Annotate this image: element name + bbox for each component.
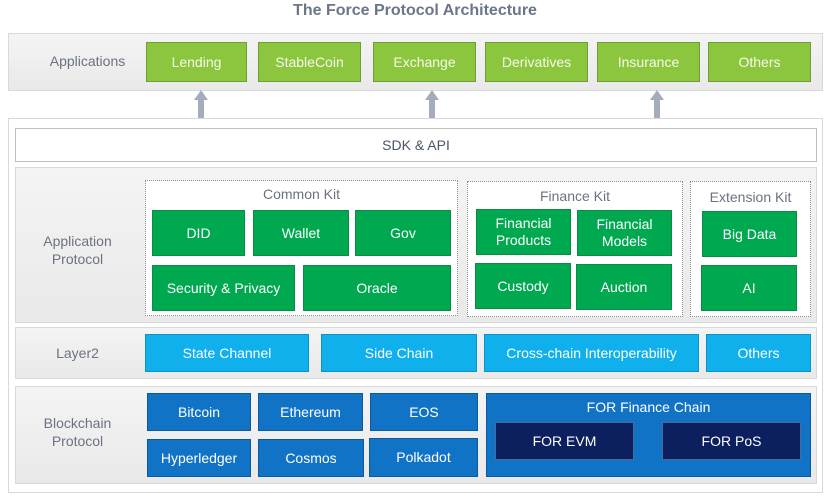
kit-item-oracle: Oracle (303, 265, 451, 311)
chain-bitcoin: Bitcoin (147, 393, 251, 431)
app-lending: Lending (146, 42, 247, 82)
kit-item-security-privacy: Security & Privacy (152, 265, 295, 311)
label-line: Application (43, 233, 112, 249)
sdk-api-bar: SDK & API (15, 128, 817, 162)
layer2-state-channel: State Channel (145, 334, 309, 372)
chain-eos: EOS (370, 393, 478, 431)
chain-ethereum: Ethereum (258, 393, 363, 431)
app-derivatives: Derivatives (485, 42, 588, 82)
app-others: Others (708, 42, 811, 82)
layer2-cross-chain: Cross-chain Interoperability (484, 334, 699, 372)
label-line: Blockchain (43, 415, 112, 431)
finance-kit-label: Finance Kit (539, 188, 611, 204)
applications-label: Applications (49, 53, 126, 69)
diagram-title: The Force Protocol Architecture (293, 2, 537, 19)
kit-item-auction: Auction (576, 264, 672, 310)
chain-hyperledger: Hyperledger (147, 439, 251, 477)
for-evm: FOR EVM (495, 422, 634, 460)
kit-item-gov: Gov (355, 210, 451, 256)
layer2-side-chain: Side Chain (321, 334, 477, 372)
for-finance-chain-label: FOR Finance Chain (586, 399, 711, 415)
label-line: Protocol (51, 251, 104, 267)
common-kit-label: Common Kit (262, 186, 341, 202)
chain-cosmos: Cosmos (258, 439, 364, 477)
kit-item-wallet: Wallet (253, 210, 349, 256)
layer2-others: Others (706, 334, 811, 372)
extension-kit-label: Extension Kit (709, 189, 792, 205)
arrow-up-icon (194, 90, 208, 118)
layer2-label: Layer2 (56, 345, 99, 361)
application-protocol-label: Application Protocol (20, 230, 135, 270)
label-line: Protocol (51, 433, 104, 449)
app-stablecoin: StableCoin (258, 42, 361, 82)
item-line: Financial (495, 215, 552, 231)
for-pos: FOR PoS (662, 422, 801, 460)
kit-item-financial-products: Financial Products (476, 209, 571, 255)
kit-item-big-data: Big Data (702, 211, 797, 257)
kit-item-financial-models: Financial Models (577, 210, 672, 256)
kit-item-custody: Custody (475, 263, 571, 309)
arrow-up-icon (425, 90, 439, 118)
item-line: Products (495, 232, 552, 248)
kit-item-did: DID (152, 210, 245, 256)
arrow-up-icon (650, 90, 664, 118)
chain-polkadot: Polkadot (369, 438, 478, 477)
app-insurance: Insurance (597, 42, 700, 82)
app-exchange: Exchange (373, 42, 476, 82)
item-line: Financial (596, 216, 653, 232)
item-line: Models (601, 233, 648, 249)
kit-item-ai: AI (701, 265, 797, 311)
blockchain-protocol-label: Blockchain Protocol (20, 412, 135, 452)
